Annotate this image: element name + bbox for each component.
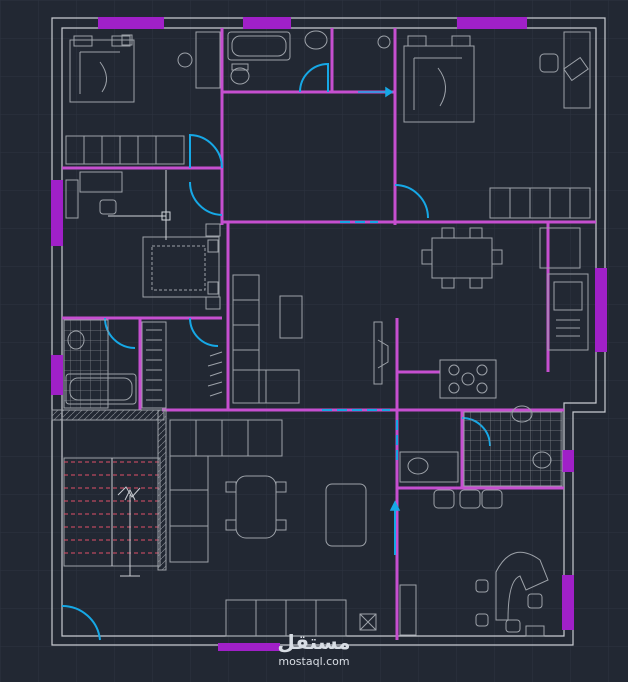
watermark-url: mostaql.com xyxy=(278,655,350,668)
coffee-table-living xyxy=(279,295,303,339)
window-top-2 xyxy=(243,17,291,29)
window-bottom-1 xyxy=(218,643,280,651)
shelf-w xyxy=(79,171,123,193)
window-right-1 xyxy=(595,268,607,352)
sink-n xyxy=(304,30,328,50)
bath-tile-w xyxy=(63,319,109,409)
door-bedroom-w xyxy=(189,181,223,216)
doors xyxy=(61,62,491,641)
office-desk xyxy=(495,551,549,621)
window-right-2 xyxy=(562,450,574,472)
window-right-3 xyxy=(562,575,574,630)
exterior-walls xyxy=(51,17,606,646)
toilet-e xyxy=(532,451,552,469)
nightstand xyxy=(121,34,133,46)
bath-tile-e xyxy=(463,411,563,487)
window-top-3 xyxy=(457,17,527,29)
door-bedroom-nw xyxy=(189,133,223,169)
toilet-w xyxy=(67,330,85,350)
stove xyxy=(439,359,497,399)
furniture xyxy=(63,30,591,637)
armchair xyxy=(325,483,367,547)
bed-ne xyxy=(403,45,475,123)
window-top-1 xyxy=(98,17,164,29)
kitchen-sink xyxy=(547,273,589,351)
window-left-1 xyxy=(51,180,63,246)
desk-nw xyxy=(195,31,221,89)
bathtub-w xyxy=(65,373,137,405)
door-entrance xyxy=(61,604,101,641)
door-closet xyxy=(189,317,219,347)
toilet-n xyxy=(230,67,250,85)
bed-nw xyxy=(69,39,135,103)
wardrobe-nw xyxy=(65,135,185,165)
interior-partitions xyxy=(62,28,596,640)
bed-w xyxy=(142,236,220,298)
coffee-table-reception xyxy=(235,475,277,539)
structural-wall xyxy=(51,409,165,421)
closet-w xyxy=(141,321,167,409)
structural-column xyxy=(157,409,167,571)
door-bedroom-ne xyxy=(394,184,429,219)
watermark-arabic: مستقل xyxy=(277,630,351,654)
sofa-corner xyxy=(169,419,283,457)
fridge xyxy=(539,227,581,269)
door-bathroom-n xyxy=(299,62,329,93)
window-left-2 xyxy=(51,355,63,395)
door-markers xyxy=(358,86,401,555)
wardrobe-ne xyxy=(489,187,591,219)
tv-unit xyxy=(373,321,383,385)
bathtub-n xyxy=(227,31,291,61)
sink-e xyxy=(511,405,533,423)
windows xyxy=(51,17,607,651)
